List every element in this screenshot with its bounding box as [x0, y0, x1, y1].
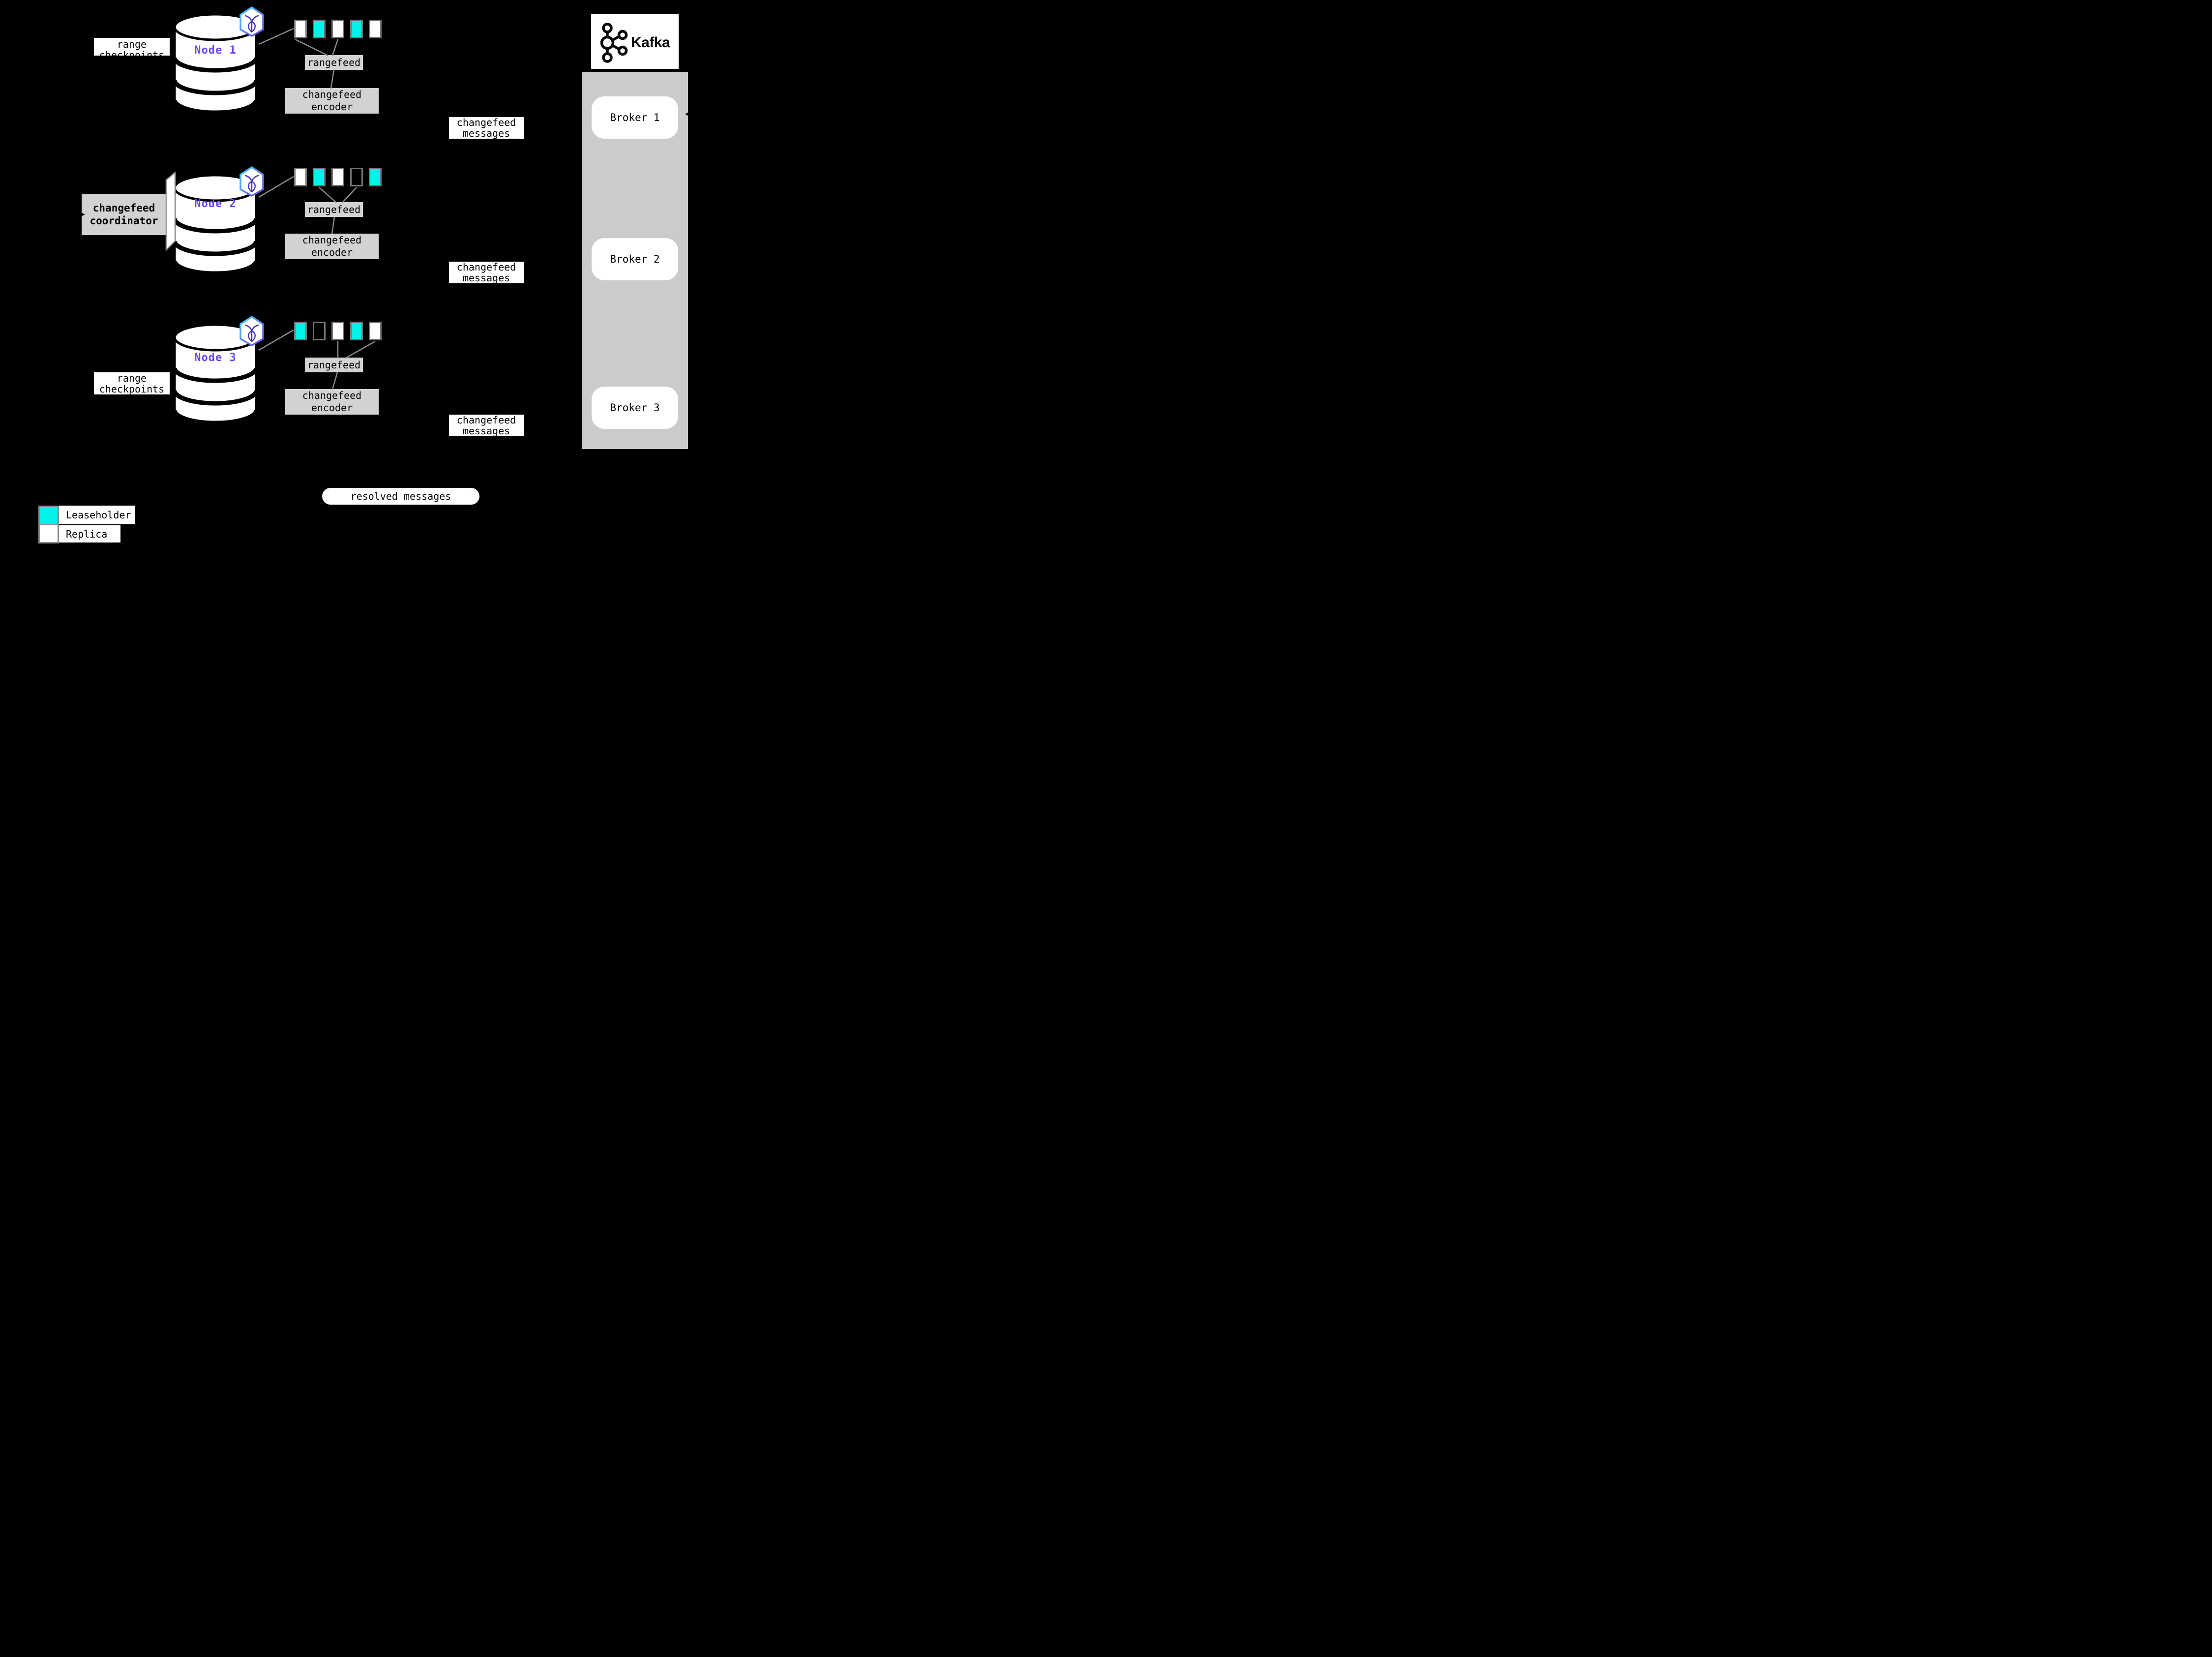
- range-box: [350, 168, 363, 186]
- range-box: [369, 168, 382, 186]
- cockroachdb-icon: [239, 316, 264, 346]
- node2-database-cylinder: [173, 174, 258, 277]
- node2-label: Node 2: [194, 198, 237, 210]
- cockroachdb-icon: [239, 6, 264, 37]
- changefeed-coordinator-callout: changefeed coordinator: [82, 194, 166, 235]
- kafka-wordmark: Kafka: [631, 34, 670, 51]
- broker-2-box: Broker 2: [592, 238, 678, 280]
- resolved-messages-pill: resolved messages: [322, 488, 479, 505]
- range-box: [369, 322, 382, 340]
- changefeed-messages-label-3: changefeed messages: [449, 415, 524, 436]
- range-box: [313, 322, 326, 340]
- node2-rangefeed-box: rangefeed: [305, 202, 363, 217]
- range-checkpoints-label-bottom: range checkpoints: [94, 372, 170, 394]
- range-box: [313, 20, 326, 38]
- kafka-logo-icon: [600, 23, 628, 63]
- node1-rangefeed-box: rangefeed: [305, 55, 363, 70]
- node3-changefeed-encoder-box: changefeed encoder: [285, 389, 379, 415]
- range-box: [369, 20, 382, 38]
- broker-3-box: Broker 3: [592, 387, 678, 429]
- node1-changefeed-encoder-box: changefeed encoder: [285, 88, 379, 114]
- node3-label: Node 3: [194, 352, 237, 364]
- node1-label: Node 1: [194, 44, 237, 57]
- range-box: [350, 20, 363, 38]
- node2-changefeed-encoder-box: changefeed encoder: [285, 234, 379, 259]
- range-box: [294, 20, 307, 38]
- changefeed-messages-label-1: changefeed messages: [449, 117, 524, 139]
- range-box: [350, 322, 363, 340]
- legend-leaseholder-swatch: [38, 506, 59, 525]
- range-box: [331, 322, 344, 340]
- node3-database-cylinder: [173, 323, 258, 426]
- cockroachdb-icon: [239, 166, 264, 197]
- changefeed-messages-label-2: changefeed messages: [449, 262, 524, 283]
- legend-replica-label: Replica: [59, 525, 120, 542]
- changefeed-architecture-diagram: range checkpoints Node 1 rangefeed chang…: [0, 0, 737, 552]
- node3-rangefeed-box: rangefeed: [305, 358, 363, 372]
- node1-database-cylinder: [173, 13, 258, 116]
- range-checkpoints-label-top: range checkpoints: [94, 38, 170, 56]
- range-box: [294, 322, 307, 340]
- range-box: [294, 168, 307, 186]
- legend-replica-swatch: [38, 524, 59, 543]
- legend-leaseholder-label: Leaseholder: [59, 506, 135, 524]
- range-box: [331, 168, 344, 186]
- range-box: [331, 20, 344, 38]
- broker-1-box: Broker 1: [592, 96, 678, 139]
- range-box: [313, 168, 326, 186]
